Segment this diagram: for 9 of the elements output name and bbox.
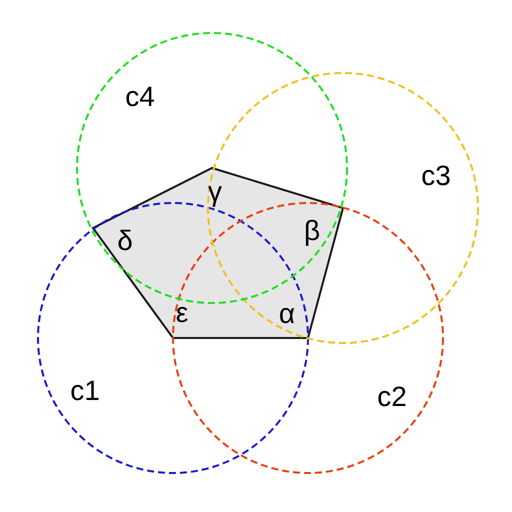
circle-label: c3 [421,162,451,190]
circle-label: c4 [125,83,155,111]
angle-label: γ [208,178,222,206]
angle-label: α [278,300,296,328]
circle-label: c2 [377,383,407,411]
angle-label: δ [117,227,133,255]
angle-label: ε [176,299,188,327]
angle-label: β [304,217,320,245]
circle-label: c1 [70,377,100,405]
